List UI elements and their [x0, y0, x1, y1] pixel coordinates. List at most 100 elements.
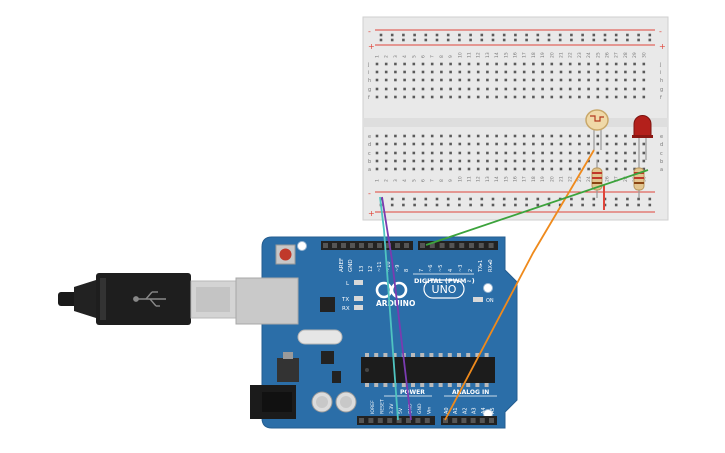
rail-hole[interactable]	[547, 203, 551, 207]
breadboard-hole[interactable]	[403, 87, 406, 91]
breadboard-hole[interactable]	[605, 159, 609, 163]
header-pin[interactable]	[386, 243, 391, 248]
breadboard-hole[interactable]	[449, 62, 452, 66]
breadboard-hole[interactable]	[495, 167, 498, 171]
breadboard-hole[interactable]	[587, 151, 590, 155]
rail-hole[interactable]	[581, 197, 584, 201]
breadboard-hole[interactable]	[467, 87, 471, 91]
rail-hole[interactable]	[458, 33, 461, 37]
breadboard-hole[interactable]	[421, 159, 425, 163]
breadboard-hole[interactable]	[605, 167, 609, 171]
breadboard-hole[interactable]	[449, 95, 452, 99]
breadboard-hole[interactable]	[532, 78, 535, 82]
rail-hole[interactable]	[435, 203, 439, 207]
breadboard-hole[interactable]	[614, 134, 618, 138]
header-pin[interactable]	[488, 243, 494, 248]
breadboard-hole[interactable]	[495, 134, 498, 138]
breadboard-hole[interactable]	[467, 142, 471, 146]
header-pin[interactable]	[415, 418, 421, 423]
rail-hole[interactable]	[536, 38, 540, 42]
breadboard-hole[interactable]	[458, 87, 462, 91]
breadboard-hole[interactable]	[476, 87, 480, 91]
breadboard-hole[interactable]	[559, 87, 563, 91]
breadboard-hole[interactable]	[421, 78, 425, 82]
rail-hole[interactable]	[390, 33, 394, 37]
header-pin[interactable]	[469, 243, 474, 248]
rail-hole[interactable]	[379, 33, 383, 37]
rail-hole[interactable]	[502, 33, 506, 37]
rail-hole[interactable]	[592, 197, 596, 201]
breadboard-hole[interactable]	[522, 62, 526, 66]
resistor-1[interactable]	[591, 160, 603, 198]
rail-hole[interactable]	[469, 203, 472, 207]
breadboard-hole[interactable]	[421, 142, 425, 146]
top-rail-holes[interactable]	[379, 33, 652, 42]
breadboard-hole[interactable]	[440, 70, 443, 74]
rail-hole[interactable]	[402, 38, 405, 42]
red-led[interactable]	[632, 115, 653, 161]
breadboard-hole[interactable]	[458, 159, 462, 163]
breadboard-hole[interactable]	[642, 78, 646, 82]
breadboard-hole[interactable]	[624, 134, 627, 138]
breadboard-hole[interactable]	[403, 95, 406, 99]
teal-wire[interactable]	[379, 196, 399, 421]
breadboard-hole[interactable]	[568, 134, 572, 138]
header-pin[interactable]	[406, 418, 411, 423]
breadboard-hole[interactable]	[394, 134, 397, 138]
header-pin[interactable]	[452, 418, 458, 423]
rail-hole[interactable]	[592, 38, 596, 42]
breadboard-hole[interactable]	[440, 134, 443, 138]
breadboard-hole[interactable]	[467, 78, 471, 82]
breadboard-hole[interactable]	[486, 159, 489, 163]
rail-hole[interactable]	[614, 38, 618, 42]
breadboard-hole[interactable]	[633, 62, 636, 66]
breadboard-hole[interactable]	[384, 62, 388, 66]
rail-hole[interactable]	[413, 38, 416, 42]
rail-hole[interactable]	[592, 33, 596, 37]
rail-hole[interactable]	[626, 38, 629, 42]
breadboard-hole[interactable]	[587, 62, 590, 66]
rail-hole[interactable]	[536, 203, 540, 207]
breadboard-hole[interactable]	[568, 70, 572, 74]
breadboard-hole[interactable]	[633, 78, 636, 82]
rail-hole[interactable]	[446, 33, 450, 37]
rail-hole[interactable]	[458, 38, 461, 42]
breadboard-hole[interactable]	[550, 70, 554, 74]
header-pin[interactable]	[424, 418, 430, 423]
rail-hole[interactable]	[446, 197, 450, 201]
breadboard-hole[interactable]	[568, 95, 572, 99]
breadboard-hole[interactable]	[513, 159, 517, 163]
breadboard-hole[interactable]	[375, 167, 379, 171]
header-pin[interactable]	[368, 243, 373, 248]
breadboard-hole[interactable]	[375, 70, 379, 74]
usb-jack[interactable]	[235, 277, 299, 325]
breadboard-hole[interactable]	[458, 134, 462, 138]
breadboard-hole[interactable]	[430, 62, 434, 66]
breadboard-hole[interactable]	[495, 78, 498, 82]
breadboard-hole[interactable]	[587, 134, 590, 138]
breadboard-hole[interactable]	[522, 159, 526, 163]
breadboard-hole[interactable]	[421, 151, 425, 155]
rail-hole[interactable]	[491, 197, 495, 201]
breadboard-hole[interactable]	[375, 95, 379, 99]
breadboard-hole[interactable]	[532, 159, 535, 163]
rail-hole[interactable]	[603, 38, 607, 42]
rail-hole[interactable]	[614, 197, 618, 201]
breadboard-hole[interactable]	[458, 62, 462, 66]
rail-hole[interactable]	[570, 38, 573, 42]
rail-hole[interactable]	[402, 197, 405, 201]
breadboard-hole[interactable]	[522, 95, 526, 99]
green-wire[interactable]	[425, 169, 649, 246]
rail-hole[interactable]	[491, 203, 495, 207]
breadboard-hole[interactable]	[412, 95, 416, 99]
rail-hole[interactable]	[614, 203, 618, 207]
breadboard-hole[interactable]	[440, 62, 443, 66]
rail-hole[interactable]	[424, 197, 428, 201]
rail-hole[interactable]	[626, 197, 629, 201]
header-pin[interactable]	[404, 243, 409, 248]
breadboard-hole[interactable]	[421, 87, 425, 91]
rail-hole[interactable]	[626, 203, 629, 207]
breadboard-hole[interactable]	[559, 142, 563, 146]
breadboard-hole[interactable]	[513, 62, 517, 66]
